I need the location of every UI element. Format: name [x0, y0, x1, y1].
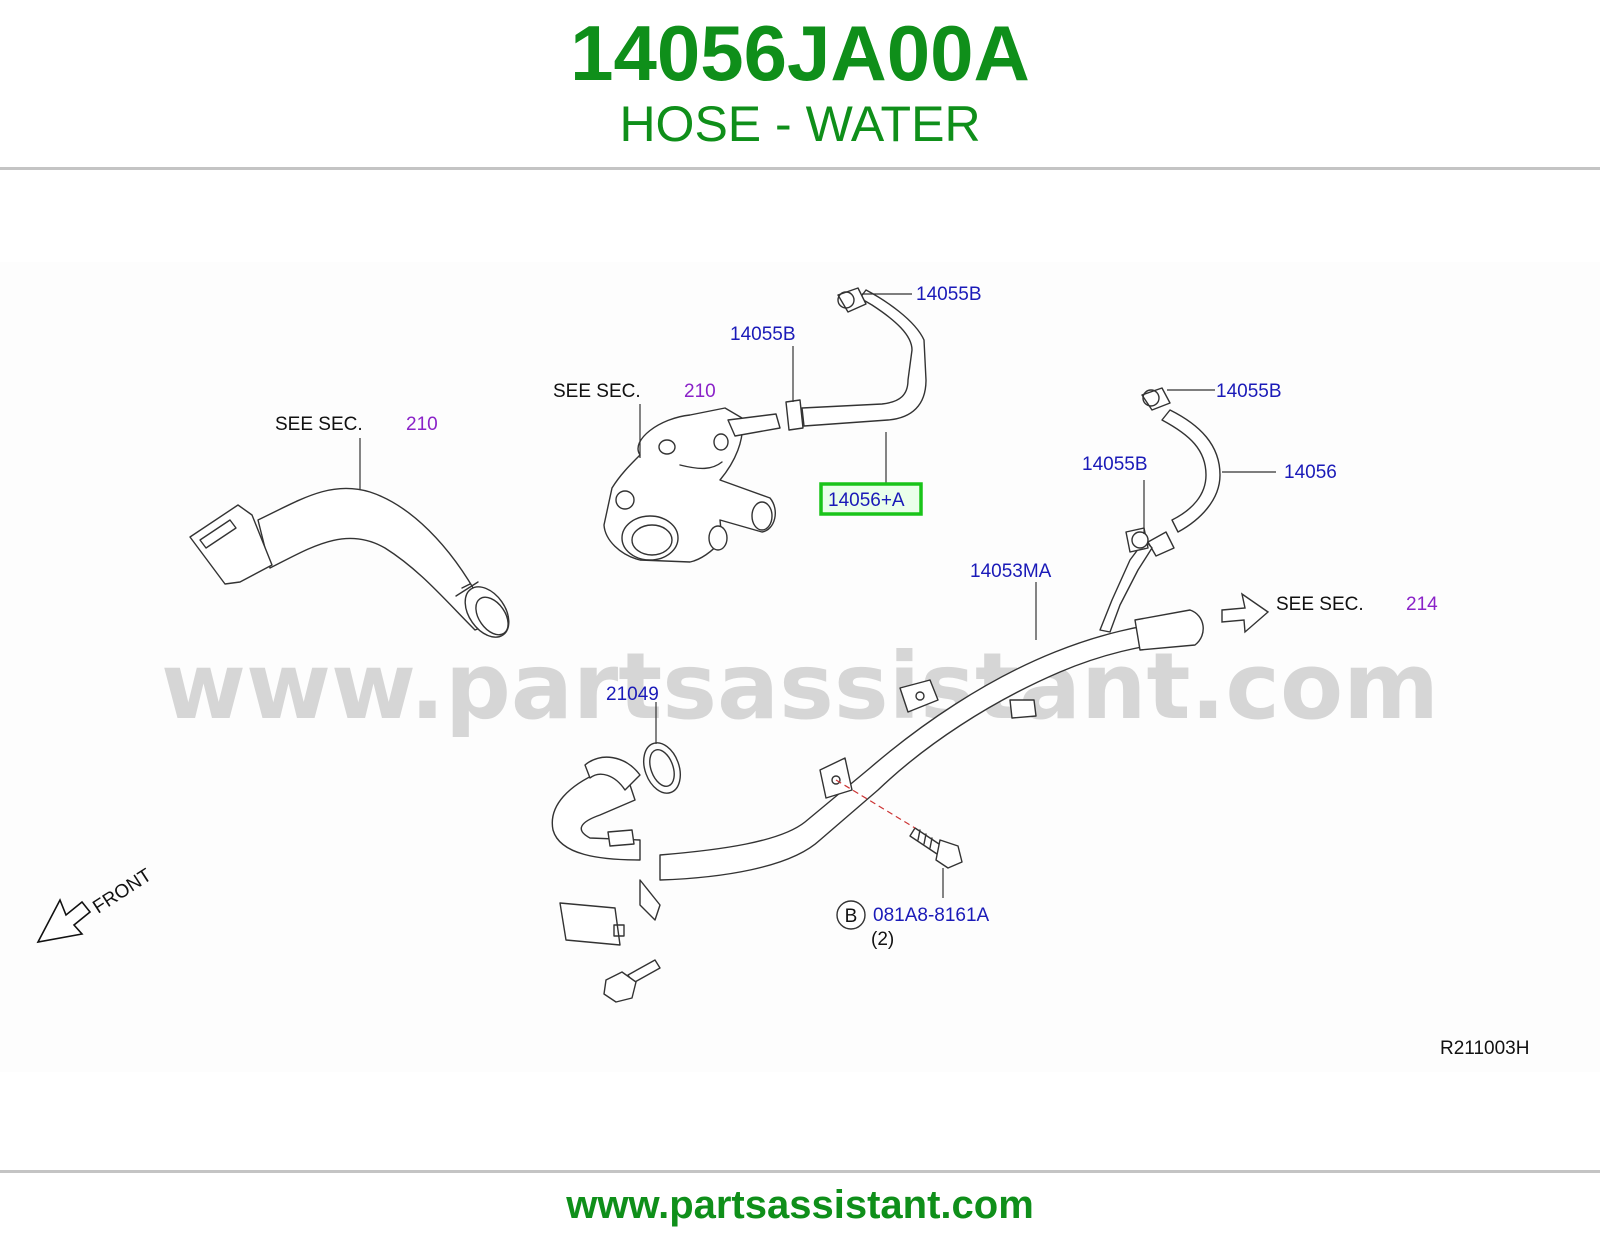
thermostat-housing[interactable]: [603, 407, 781, 563]
callout-clamp-mid[interactable]: 14055B: [730, 324, 796, 345]
callout-gasket[interactable]: 21049: [606, 684, 659, 705]
callout-clamp-right-top[interactable]: 14055B: [1216, 381, 1282, 402]
gasket-21049[interactable]: [637, 738, 687, 798]
callout-hose-highlighted[interactable]: 14056+A: [828, 490, 905, 511]
part-number-title: 14056JA00A: [570, 9, 1030, 97]
leader-lines: [359, 293, 1276, 898]
see-sec-arrow-icon: [1221, 592, 1270, 634]
bolt-axis-line: [835, 779, 916, 829]
see-sec-label-middle: SEE SEC.: [553, 381, 641, 402]
water-hose-14056-a[interactable]: [785, 287, 927, 431]
see-sec-label-left: SEE SEC.: [275, 414, 363, 435]
footer-site-link[interactable]: www.partsassistant.com: [566, 1183, 1034, 1227]
part-name-subtitle: HOSE - WATER: [619, 96, 981, 152]
water-pipe-14053ma[interactable]: [551, 539, 1204, 946]
diagram-background: [0, 262, 1600, 1072]
bolt-081a8-8161a[interactable]: [909, 827, 963, 869]
page-header: 14056JA00A HOSE - WATER: [0, 0, 1600, 170]
left-radiator-hose[interactable]: [189, 487, 518, 645]
drawing-code: R211003H: [1440, 1038, 1529, 1059]
callout-pipe[interactable]: 14053MA: [970, 561, 1052, 582]
see-sec-label-right: SEE SEC.: [1276, 594, 1364, 615]
see-sec-ref-right[interactable]: 214: [1406, 594, 1438, 615]
bolt-bottom[interactable]: [603, 959, 661, 1003]
watermark-text: www.partsassistant.com: [161, 633, 1439, 740]
parts-diagram: www.partsassistant.com: [0, 262, 1600, 1072]
bolt-ref-letter: B: [845, 906, 858, 927]
water-hose-14056[interactable]: [1141, 387, 1221, 557]
diagram-canvas: www.partsassistant.com: [0, 262, 1600, 1072]
callout-clamp-top[interactable]: 14055B: [916, 284, 982, 305]
front-arrow-icon: [36, 898, 92, 944]
bolt-ref-circle: [836, 900, 866, 930]
header-divider: [0, 167, 1600, 170]
footer-divider: [0, 1170, 1600, 1173]
see-sec-ref-left[interactable]: 210: [406, 414, 438, 435]
callout-bolt-part[interactable]: 081A8-8161A: [873, 905, 990, 926]
callout-hose-right[interactable]: 14056: [1284, 462, 1337, 483]
callout-bolt-qty: (2): [871, 929, 894, 950]
callout-clamp-right-mid[interactable]: 14055B: [1082, 454, 1148, 475]
see-sec-ref-middle[interactable]: 210: [684, 381, 716, 402]
highlighted-callout-box: [819, 482, 923, 516]
hose-clamp[interactable]: [1125, 527, 1149, 553]
